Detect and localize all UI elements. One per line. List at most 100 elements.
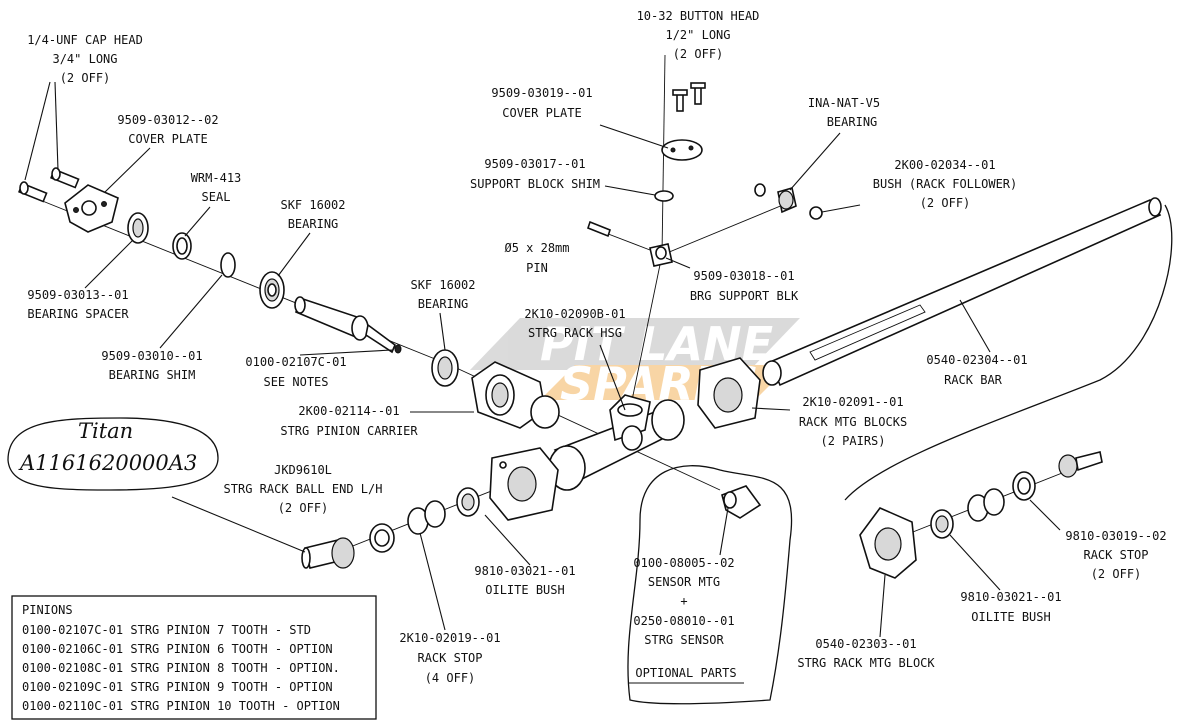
sensor-mtg — [721, 485, 762, 519]
rack-stop-left-1 — [369, 523, 395, 553]
label-bush-name: BUSH (RACK FOLLOWER) — [873, 177, 1018, 191]
label-oilite-left-num: 9810-03021--01 — [474, 564, 575, 578]
label-rack-bar-num: 0540-02304--01 — [926, 353, 1027, 367]
label-shim-num: 9509-03017--01 — [484, 157, 585, 171]
label-cover-plate-left-num: 9509-03012--02 — [117, 113, 218, 127]
rack-bar — [762, 197, 1162, 387]
label-seal-num: WRM-413 — [191, 171, 242, 185]
label-bush-qty: (2 OFF) — [920, 196, 971, 210]
label-brg-blk-name: BRG SUPPORT BLK — [690, 289, 799, 303]
handwritten-outline — [7, 417, 219, 491]
label-mtg-block-name: STRG RACK MTG BLOCK — [797, 656, 935, 670]
label-spacer-name: BEARING SPACER — [27, 307, 129, 321]
label-ball-end-num: JKD9610L — [274, 463, 332, 477]
label-mtg-blocks-qty: (2 PAIRS) — [820, 434, 885, 448]
pinion-row: 0100-02110C-01 STRG PINION 10 TOOTH - OP… — [22, 699, 340, 713]
label-pin-dim: Ø5 x 28mm — [504, 241, 569, 255]
pinions-table: PINIONS 0100-02107C-01 STRG PINION 7 TOO… — [22, 603, 340, 713]
label-button-head-1: 10-32 BUTTON HEAD — [637, 9, 760, 23]
handwritten-note: Titan A1161620000A3 — [18, 419, 197, 475]
optional-parts-outline — [627, 465, 793, 705]
pinion-carrier — [471, 361, 560, 429]
rack-mtg-block-upper — [697, 357, 761, 429]
watermark-band — [470, 318, 800, 370]
rack-bar-group-outline — [844, 204, 1173, 501]
label-optional-parts: OPTIONAL PARTS — [635, 666, 736, 680]
label-cover-plate-top-name: COVER PLATE — [502, 106, 581, 120]
pinion-row: 0100-02109C-01 STRG PINION 9 TOOTH - OPT… — [22, 680, 333, 694]
label-oilite-right-name: OILITE BUSH — [971, 610, 1050, 624]
label-rack-hsg-num: 2K10-02090B-01 — [524, 307, 625, 321]
part-labels: 1/4-UNF CAP HEAD 3/4" LONG (2 OFF) 10-32… — [27, 9, 1166, 685]
label-cap-head-3: (2 OFF) — [60, 71, 111, 85]
label-skf2-num: SKF 16002 — [410, 278, 475, 292]
oilite-bush-left — [456, 487, 480, 517]
label-ball-end-name: STRG RACK BALL END L/H — [224, 482, 383, 496]
label-shim-name: SUPPORT BLOCK SHIM — [470, 177, 600, 191]
pinions-table-frame — [11, 595, 377, 720]
label-carrier-name: STRG PINION CARRIER — [280, 424, 418, 438]
label-rack-stop-right-qty: (2 OFF) — [1091, 567, 1142, 581]
label-oilite-right-num: 9810-03021--01 — [960, 590, 1061, 604]
label-ina-name: BEARING — [827, 115, 878, 129]
label-cover-plate-left-name: COVER PLATE — [128, 132, 207, 146]
label-rack-stop-left-qty: (4 OFF) — [425, 671, 476, 685]
label-plus: + — [680, 594, 687, 608]
label-cover-plate-top-num: 9509-03019--01 — [491, 86, 592, 100]
rack-stop-right-2 — [1012, 471, 1036, 501]
label-mtg-block-num: 0540-02303--01 — [815, 637, 916, 651]
pinions-title: PINIONS — [22, 603, 73, 617]
label-button-head-2: 1/2" LONG — [665, 28, 730, 42]
label-bshim-name: BEARING SHIM — [109, 368, 196, 382]
cap-head-screws — [18, 167, 80, 203]
label-cap-head-2: 3/4" LONG — [52, 52, 117, 66]
pin — [587, 220, 611, 238]
leader-lines — [24, 81, 1061, 638]
label-ina-num: INA-NAT-V5 — [808, 96, 880, 110]
cover-plate-top — [661, 139, 703, 161]
support-block-shim — [654, 190, 674, 202]
skf-bearing-2 — [431, 349, 459, 387]
label-seal-name: SEAL — [202, 190, 231, 204]
label-oilite-left-name: OILITE BUSH — [485, 583, 564, 597]
pinion-row: 0100-02108C-01 STRG PINION 8 TOOTH - OPT… — [22, 661, 340, 675]
rack-stop-right-1 — [967, 488, 1005, 522]
cover-plate-left — [64, 184, 119, 233]
label-rack-stop-right-num: 9810-03019--02 — [1065, 529, 1166, 543]
label-rack-hsg-name: STRG RACK HSG — [528, 326, 622, 340]
label-rack-stop-left-num: 2K10-02019--01 — [399, 631, 500, 645]
label-sensor-num: 0250-08010--01 — [633, 614, 734, 628]
seal — [172, 232, 192, 260]
label-skf1-num: SKF 16002 — [280, 198, 345, 212]
bearing-spacer — [127, 212, 149, 244]
label-cap-head-1: 1/4-UNF CAP HEAD — [27, 33, 143, 47]
strg-rack-mtg-block — [859, 507, 917, 579]
button-head-screws — [672, 82, 706, 112]
pinion-shaft — [294, 296, 402, 354]
rack-mtg-block-lower — [489, 447, 559, 521]
label-rack-bar-name: RACK BAR — [944, 373, 1003, 387]
label-skf2-name: BEARING — [418, 297, 469, 311]
label-rack-stop-right-name: RACK STOP — [1083, 548, 1148, 562]
label-mtg-blocks-num: 2K10-02091--01 — [802, 395, 903, 409]
label-sensor-mtg-name: SENSOR MTG — [648, 575, 720, 589]
label-pin-name: PIN — [526, 261, 548, 275]
brg-support-block — [649, 243, 673, 267]
rack-ball-end — [301, 537, 355, 569]
bush-rack-follower — [809, 206, 823, 220]
rack-housing — [548, 394, 685, 491]
label-bshim-num: 9509-03010--01 — [101, 349, 202, 363]
bearing-shim — [220, 252, 236, 278]
label-spacer-num: 9509-03013--01 — [27, 288, 128, 302]
handwritten-line-2: A1161620000A3 — [18, 451, 197, 475]
label-rack-stop-left-name: RACK STOP — [417, 651, 482, 665]
pinion-row: 0100-02106C-01 STRG PINION 6 TOOTH - OPT… — [22, 642, 333, 656]
pinion-row: 0100-02107C-01 STRG PINION 7 TOOTH - STD — [22, 623, 311, 637]
label-pinion-name: SEE NOTES — [263, 375, 328, 389]
label-skf1-name: BEARING — [288, 217, 339, 231]
ina-bearing — [754, 183, 797, 214]
label-ball-end-qty: (2 OFF) — [278, 501, 329, 515]
skf-bearing-1 — [259, 271, 285, 309]
